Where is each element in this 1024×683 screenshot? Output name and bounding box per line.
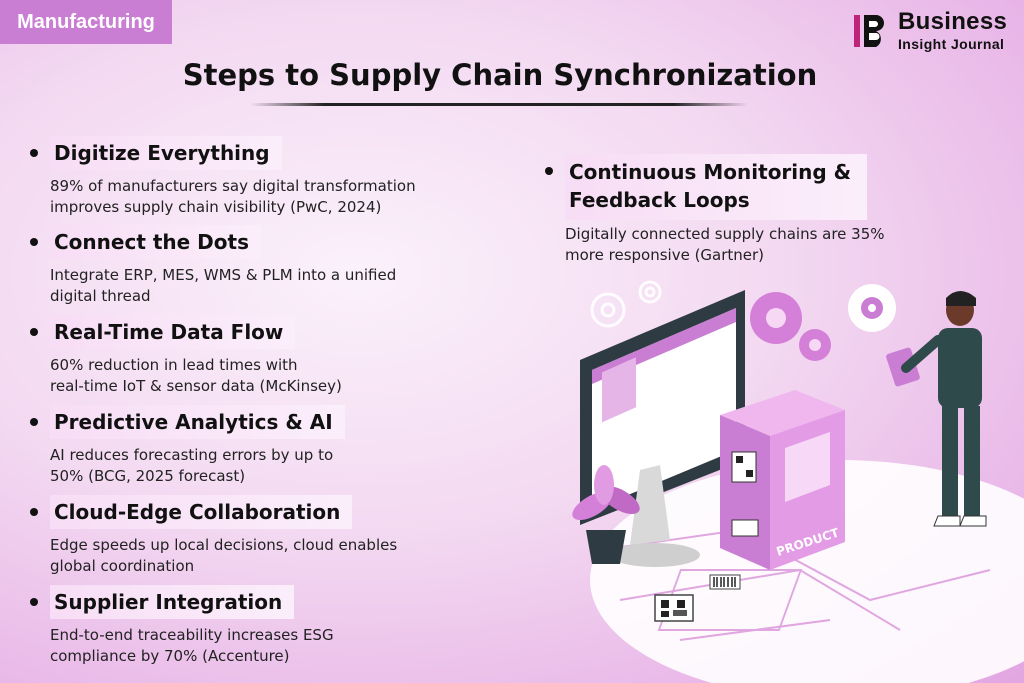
step-heading: Cloud-Edge Collaboration xyxy=(50,495,353,529)
floor-barcode xyxy=(709,574,741,590)
bullet-icon xyxy=(30,328,38,336)
potted-plant xyxy=(572,465,640,564)
speech-bubble xyxy=(848,284,896,332)
gear-icon xyxy=(590,280,662,328)
step-description: Integrate ERP, MES, WMS & PLM into a uni… xyxy=(50,266,397,305)
monitor xyxy=(580,290,745,567)
bullet-icon xyxy=(30,418,38,426)
bullet-icon xyxy=(545,167,553,175)
step-heading: Supplier Integration xyxy=(50,585,295,619)
step-heading: Real-Time Data Flow xyxy=(50,315,296,349)
brand-name: Business xyxy=(898,8,1008,35)
floor-qr-code xyxy=(654,594,694,622)
bullet-icon xyxy=(30,149,38,157)
bullet-icon xyxy=(30,238,38,246)
bullet-icon xyxy=(30,598,38,606)
step-heading: Digitize Everything xyxy=(50,136,282,170)
brand-logo: Business Insight Journal xyxy=(852,8,1022,54)
category-tag: Manufacturing xyxy=(0,0,172,44)
gear-icon xyxy=(750,292,831,361)
step-heading: Continuous Monitoring & Feedback Loops xyxy=(565,154,867,220)
brand-logo-icon xyxy=(854,15,884,47)
page-title: Steps to Supply Chain Synchronization xyxy=(182,58,818,92)
person xyxy=(886,291,987,527)
step-description: Digitally connected supply chains are 35… xyxy=(565,225,885,264)
floor-platform xyxy=(590,460,1024,683)
title-underline xyxy=(250,103,748,106)
step-description: 89% of manufacturers say digital transfo… xyxy=(50,177,416,216)
step-heading: Predictive Analytics & AI xyxy=(50,405,345,439)
step-description: 60% reduction in lead times with real-ti… xyxy=(50,356,342,395)
step-description: Edge speeds up local decisions, cloud en… xyxy=(50,536,398,575)
product-box xyxy=(720,390,845,570)
step-heading: Connect the Dots xyxy=(50,225,261,259)
bullet-icon xyxy=(30,508,38,516)
supply-chain-illustration: PRODUCT PRODUCT xyxy=(572,280,1024,683)
brand-subtitle: Insight Journal xyxy=(898,36,1005,52)
step-description: AI reduces forecasting errors by up to 5… xyxy=(50,446,334,485)
step-description: End-to-end traceability increases ESG co… xyxy=(50,626,334,665)
